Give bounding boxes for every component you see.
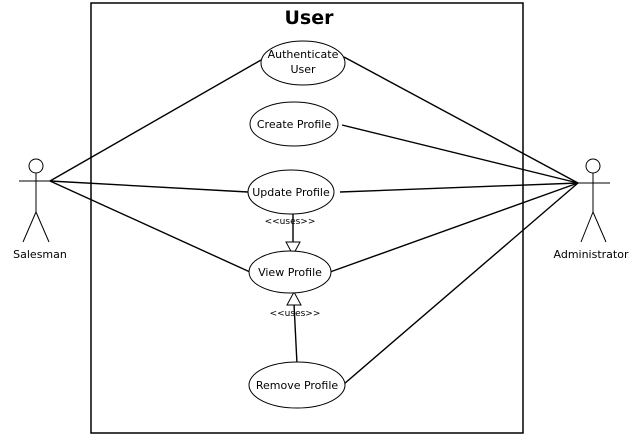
assoc-admin-remove bbox=[343, 182, 579, 385]
system-title: User bbox=[285, 7, 335, 29]
assoc-admin-update bbox=[339, 182, 579, 193]
actor-administrator: Administrator bbox=[554, 158, 629, 261]
actor-salesman: Salesman bbox=[13, 158, 67, 261]
stick-figure-icon bbox=[576, 158, 610, 243]
uses-update-view-arrowhead bbox=[285, 241, 301, 257]
use-case-create-profile: Create Profile bbox=[249, 101, 339, 147]
use-case-remove-profile: Remove Profile bbox=[248, 361, 346, 409]
assoc-admin-authenticate bbox=[343, 56, 579, 184]
use-case-authenticate-user-line1: Authenticate bbox=[268, 48, 339, 61]
use-case-update-profile-label: Update Profile bbox=[252, 186, 330, 199]
uses-remove-view-arrowhead bbox=[286, 290, 302, 306]
assoc-salesman-authenticate bbox=[49, 59, 262, 182]
use-case-update-profile: Update Profile bbox=[247, 169, 335, 215]
use-case-view-profile: View Profile bbox=[248, 250, 332, 294]
assoc-salesman-update bbox=[49, 180, 249, 193]
use-case-authenticate-user: Authenticate User bbox=[260, 40, 346, 86]
actor-salesman-label: Salesman bbox=[13, 248, 67, 261]
actor-administrator-label: Administrator bbox=[554, 248, 629, 261]
use-case-view-profile-label: View Profile bbox=[258, 266, 322, 279]
use-case-authenticate-user-line2: User bbox=[290, 63, 316, 76]
uses-update-view-label: <<uses>> bbox=[265, 217, 316, 227]
assoc-admin-view bbox=[329, 182, 579, 273]
use-case-create-profile-label: Create Profile bbox=[257, 118, 331, 131]
assoc-admin-create bbox=[341, 124, 579, 184]
uses-remove-view-label: <<uses>> bbox=[270, 309, 321, 319]
uses-remove-view-line bbox=[293, 303, 298, 365]
stick-figure-icon bbox=[19, 158, 53, 243]
use-case-remove-profile-label: Remove Profile bbox=[256, 379, 339, 392]
assoc-salesman-view bbox=[49, 180, 251, 273]
